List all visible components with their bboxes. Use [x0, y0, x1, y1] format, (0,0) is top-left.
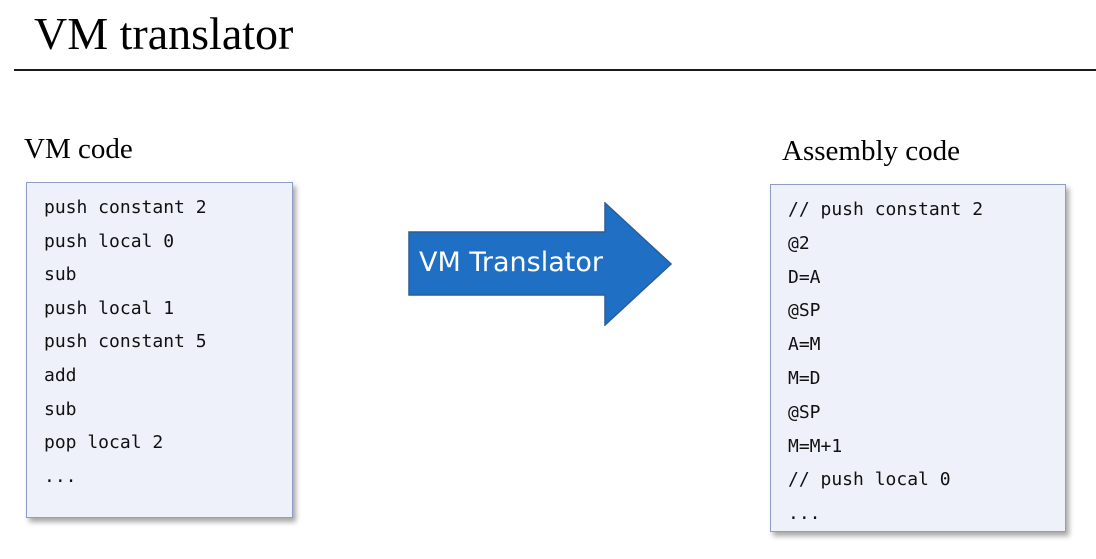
arrow-shape: [408, 202, 672, 326]
code-line: add: [44, 364, 77, 386]
code-line: push local 0: [44, 230, 175, 252]
code-line: A=M: [788, 334, 821, 356]
code-line: push local 1: [44, 297, 175, 319]
code-line: ...: [788, 503, 821, 525]
code-line: sub: [44, 264, 77, 286]
code-line: sub: [44, 398, 77, 420]
vm-translator-arrow: VM Translator: [408, 202, 672, 326]
assembly-code-label: Assembly code: [782, 135, 960, 167]
code-line: pop local 2: [44, 432, 164, 454]
code-line: @2: [788, 232, 810, 254]
code-line: // push constant 2: [788, 199, 984, 220]
vm-translator-label: VM Translator: [419, 247, 603, 278]
assembly-code-box: // push constant 2 @2 D=A @SP A=M M=D @S…: [770, 184, 1066, 532]
code-line: ...: [44, 465, 77, 487]
code-line: M=M+1: [788, 435, 843, 457]
code-line: @SP: [788, 401, 821, 423]
code-line: push constant 2: [44, 197, 207, 218]
code-line: // push local 0: [788, 469, 951, 491]
title-underline: [14, 69, 1096, 71]
vm-code-label: VM code: [24, 133, 133, 165]
slide-title: VM translator: [34, 8, 294, 59]
vm-code-box: push constant 2 push local 0 sub push lo…: [26, 182, 293, 518]
code-line: M=D: [788, 367, 821, 389]
code-line: D=A: [788, 266, 821, 288]
code-line: push constant 5: [44, 331, 207, 353]
right-arrow-icon: [408, 202, 672, 326]
code-line: @SP: [788, 300, 821, 322]
